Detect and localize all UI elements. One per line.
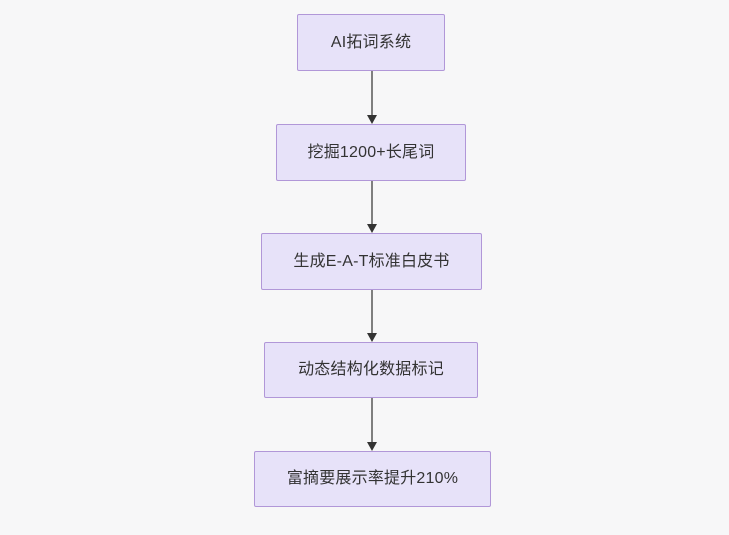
edge-line [371,398,373,442]
arrowhead-down-icon [367,333,377,342]
flow-node-generate-eat-whitepaper[interactable]: 生成E-A-T标准白皮书 [261,233,482,290]
flow-node-label: 生成E-A-T标准白皮书 [293,252,450,270]
flow-node-ai-keyword-system[interactable]: AI拓词系统 [297,14,445,71]
edge-line [371,290,373,333]
arrowhead-down-icon [367,115,377,124]
edge-line [371,181,373,224]
edge-line [371,71,373,115]
flow-node-label: 挖掘1200+长尾词 [307,143,435,161]
flow-node-mine-longtail-keywords[interactable]: 挖掘1200+长尾词 [276,124,466,181]
flow-node-label: AI拓词系统 [330,33,412,51]
arrowhead-down-icon [367,442,377,451]
flow-node-rich-snippet-impression-rate[interactable]: 富摘要展示率提升210% [254,451,491,507]
flow-node-label: 富摘要展示率提升210% [286,470,459,487]
flow-node-label: 动态结构化数据标记 [298,361,444,378]
flow-node-dynamic-structured-data-markup[interactable]: 动态结构化数据标记 [264,342,478,398]
arrowhead-down-icon [367,224,377,233]
